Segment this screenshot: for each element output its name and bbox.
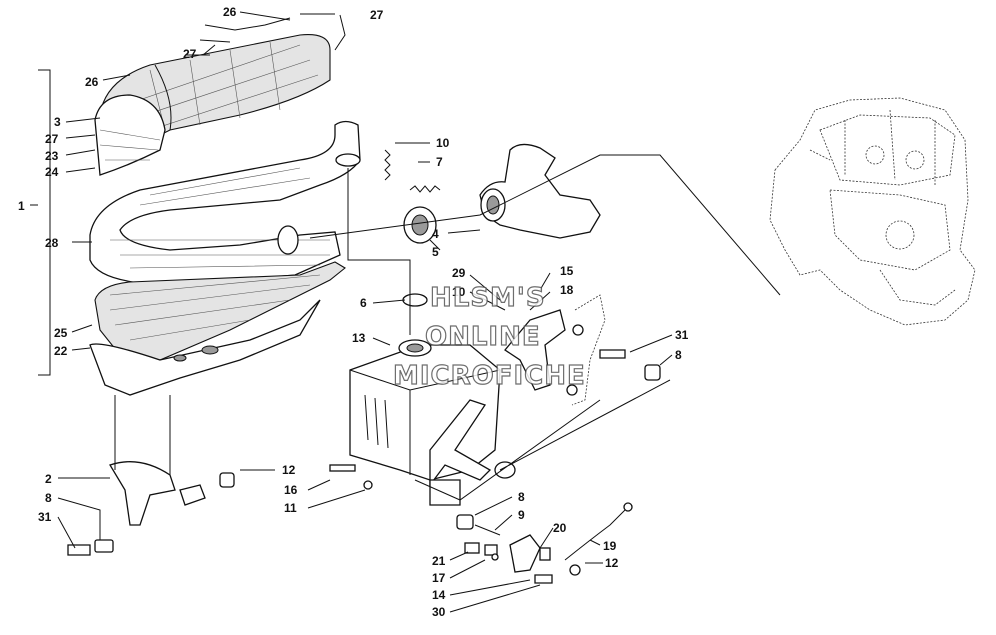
callout-8: 8	[518, 490, 525, 504]
callout-24: 24	[45, 165, 59, 179]
callout-10: 10	[436, 136, 450, 150]
callout-16: 16	[284, 483, 298, 497]
callout-31: 31	[38, 510, 52, 524]
callout-26: 26	[85, 75, 99, 89]
callout-20: 20	[553, 521, 567, 535]
muffler-bracket	[504, 294, 661, 406]
exhaust-manifold	[403, 143, 601, 244]
callout-15: 15	[560, 264, 574, 278]
callout-21: 21	[432, 554, 446, 568]
muffler	[349, 293, 516, 506]
leader-lines	[30, 11, 781, 613]
callout-14: 14	[432, 588, 446, 602]
callout-19: 19	[603, 539, 617, 553]
callout-11: 11	[284, 501, 297, 515]
callout-3: 3	[54, 115, 61, 129]
callout-27: 27	[45, 132, 59, 146]
callout-27: 27	[183, 47, 197, 61]
callout-2: 2	[45, 472, 52, 486]
callout-28: 28	[45, 236, 59, 250]
lower-bracket	[67, 461, 373, 556]
callout-7: 7	[436, 155, 443, 169]
callout-8: 8	[675, 348, 682, 362]
watermark-line-1: HLSM'S	[430, 283, 546, 313]
callout-29: 29	[452, 266, 466, 280]
callout-25: 25	[54, 326, 68, 340]
lower-heat-shield	[89, 261, 346, 396]
callout-12: 12	[605, 556, 619, 570]
callout-12: 12	[282, 463, 296, 477]
watermark-line-2: ONLINE	[425, 322, 541, 352]
watermark: HLSM'S ONLINE MICROFICHE	[392, 282, 586, 391]
callout-27: 27	[370, 8, 384, 22]
engine-illustration	[769, 97, 976, 326]
callout-10: 10	[452, 285, 466, 299]
callout-8: 8	[45, 491, 52, 505]
callout-5: 5	[432, 245, 439, 259]
callout-17: 17	[432, 571, 446, 585]
callout-31: 31	[675, 328, 689, 342]
callout-9: 9	[518, 508, 525, 522]
callout-30: 30	[432, 605, 446, 619]
callout-13: 13	[352, 331, 366, 345]
springs	[384, 149, 441, 193]
watermark-line-3: MICROFICHE	[393, 361, 586, 391]
callout-1: 1	[18, 199, 25, 213]
callout-4: 4	[432, 227, 439, 241]
callout-26: 26	[223, 5, 237, 19]
heat-shield-assembly	[94, 14, 346, 176]
callout-23: 23	[45, 149, 59, 163]
callout-22: 22	[54, 344, 68, 358]
callout-labels: 26 27 27 26 3 27 23 24 1 28 25 22 10 7 4…	[18, 5, 689, 619]
callout-18: 18	[560, 283, 574, 297]
callout-6: 6	[360, 296, 367, 310]
lower-right-hardware	[456, 502, 633, 584]
